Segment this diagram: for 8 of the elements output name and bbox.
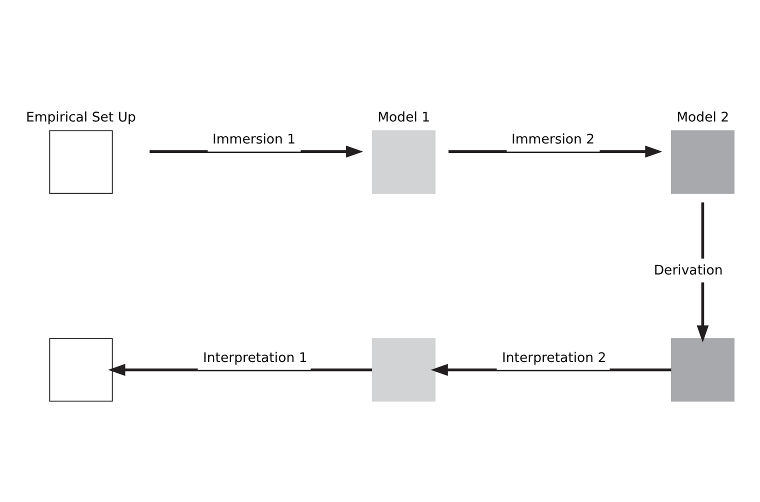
edge-label: Derivation	[654, 263, 723, 278]
edge-label: Interpretation 2	[502, 351, 606, 366]
node-label: Model 2	[676, 110, 730, 126]
edge-label: Immersion 2	[511, 132, 595, 148]
node-label: Model 1	[378, 110, 430, 126]
node-label: Empirical Set Up	[26, 110, 136, 126]
edge-label: Immersion 1	[212, 132, 296, 148]
edge-label: Interpretation 1	[202, 351, 308, 366]
